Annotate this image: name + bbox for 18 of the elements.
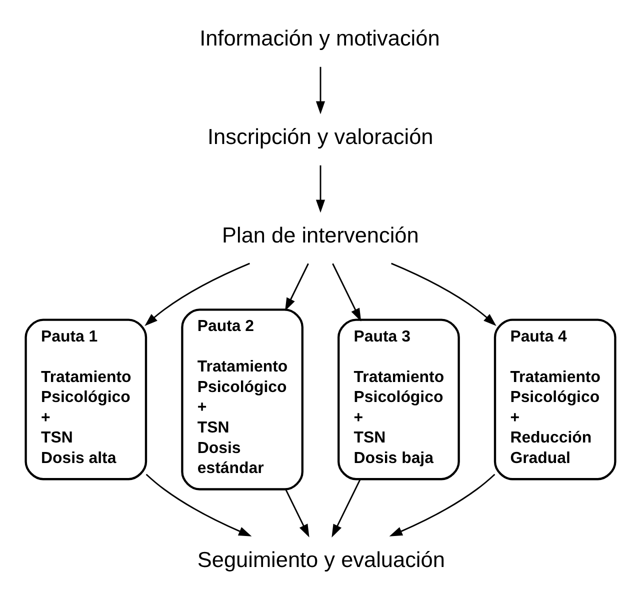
arrow (315, 165, 325, 213)
arrow (284, 489, 309, 538)
node-box: Pauta 3 Tratamiento Psicológico + TSN Dosis baja (337, 318, 460, 480)
arrow (315, 66, 325, 114)
node-text: Información y motivación (199, 25, 440, 50)
arrow (388, 474, 495, 536)
node-text: Seguimiento y evaluación (196, 546, 444, 572)
node-box: Pauta 1 Tratamiento Psicológico + TSN Dosis alta (24, 318, 147, 480)
node-text: Plan de intervención (222, 222, 418, 248)
arrow (331, 478, 360, 538)
node-box: Pauta 2 Tratamiento Psicológico + TSN Dosis estándar (180, 308, 303, 490)
arrow (284, 263, 308, 312)
arrow (390, 262, 496, 326)
node-text: Inscripción y valoración (207, 124, 433, 149)
arrow (332, 263, 361, 322)
node-box: Pauta 4 Tratamiento Psicológico + Reducción Gradual (493, 318, 616, 480)
arrow (145, 474, 252, 536)
arrow (144, 262, 250, 326)
